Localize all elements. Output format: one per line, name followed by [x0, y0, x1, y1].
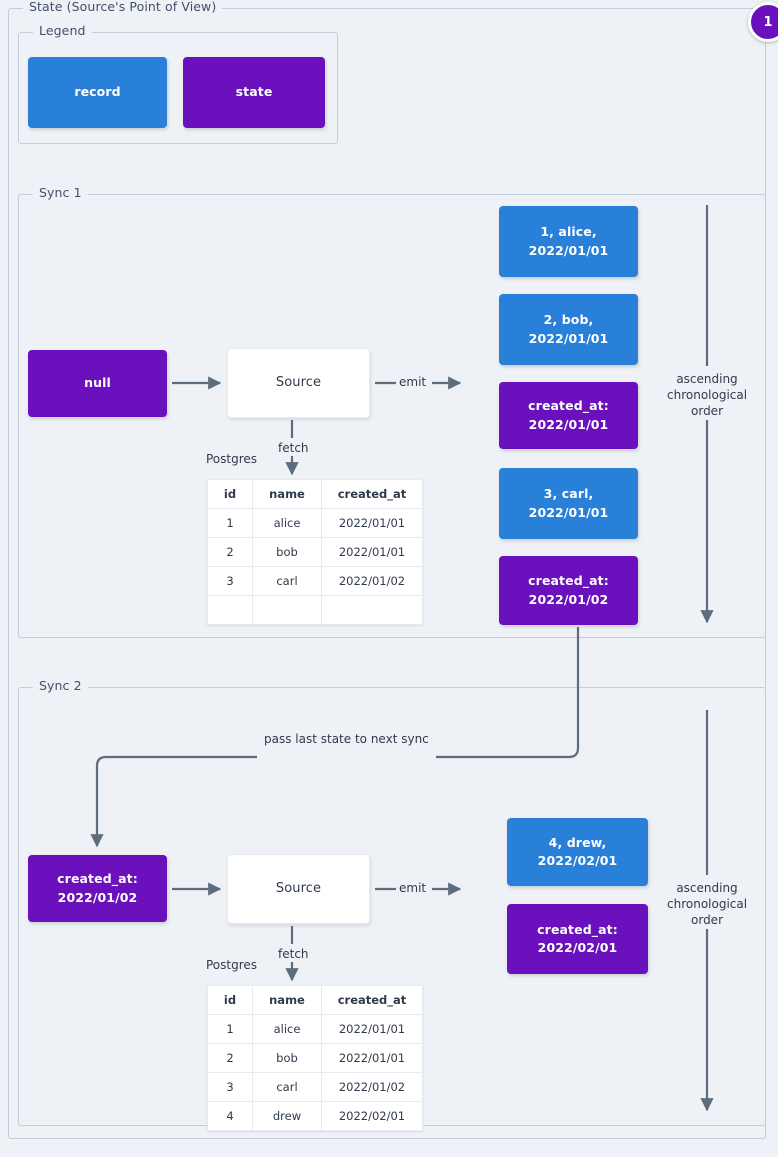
sync2-source-box: Source	[227, 854, 370, 924]
sync2-emitted-1-line1: created_at:	[537, 921, 618, 937]
sync2-col-name: name	[252, 985, 322, 1015]
sync1-source-box: Source	[227, 348, 370, 418]
cell-name: bob	[252, 1043, 322, 1073]
sync1-table: id name created_at 1 alice 2022/01/01 2 …	[207, 479, 423, 625]
cell-name: carl	[252, 1072, 322, 1102]
cell-name: bob	[252, 537, 322, 567]
legend-state-label: state	[235, 84, 273, 100]
sync2-db-label: Postgres	[206, 958, 258, 972]
cell-created-at: 2022/01/01	[321, 537, 423, 567]
sync2-fetch-label: fetch	[278, 947, 309, 961]
cell-name: alice	[252, 1014, 322, 1044]
sync2-source-label: Source	[275, 880, 322, 896]
sync1-col-id: id	[207, 479, 253, 509]
sync2-input-state: created_at: 2022/01/02	[28, 855, 167, 922]
sync2-table: id name created_at 1 alice 2022/01/01 2 …	[207, 985, 423, 1131]
sync2-emitted-1: created_at: 2022/02/01	[507, 904, 648, 974]
sync2-input-state-line2: 2022/01/02	[57, 889, 138, 905]
sync2-emitted-1-line2: 2022/02/01	[537, 940, 618, 955]
cell-created-at: 2022/01/01	[321, 508, 423, 538]
legend-state-box: state	[183, 57, 325, 128]
table-header-row: id name created_at	[207, 479, 423, 509]
sync1-emitted-4-line1: created_at:	[528, 573, 609, 589]
step-badge-label: 1	[763, 14, 773, 30]
sync2-order-note: ascending chronological order	[667, 881, 748, 928]
sync1-emitted-2: created_at: 2022/01/01	[499, 382, 638, 449]
table-row: 4 drew 2022/02/01	[207, 1101, 423, 1131]
sync2-col-id: id	[207, 985, 253, 1015]
sync1-emitted-2-line1: created_at:	[528, 398, 609, 414]
sync2-emitted-1-label: created_at: 2022/02/01	[531, 921, 624, 957]
sync1-col-name: name	[252, 479, 322, 509]
sync2-pass-state-label: pass last state to next sync	[260, 732, 433, 746]
sync1-fetch-label: fetch	[278, 441, 309, 455]
cell-name: drew	[252, 1101, 322, 1131]
legend-label: Legend	[33, 23, 92, 38]
sync1-source-label: Source	[275, 374, 322, 390]
sync2-input-state-label: created_at: 2022/01/02	[51, 870, 144, 906]
sync1-emitted-1: 2, bob, 2022/01/01	[499, 294, 638, 365]
cell-created-at: 2022/01/02	[321, 566, 423, 596]
table-row: 2 bob 2022/01/01	[207, 1043, 423, 1073]
sync1-emitted-0-label: 1, alice, 2022/01/01	[528, 224, 609, 258]
sync1-emitted-4: created_at: 2022/01/02	[499, 556, 638, 625]
table-row: 3 carl 2022/01/02	[207, 1072, 423, 1102]
cell-created-at: 2022/01/01	[321, 1014, 423, 1044]
cell-created-at: 2022/01/02	[321, 1072, 423, 1102]
sync1-emitted-1-label: 2, bob, 2022/01/01	[528, 312, 609, 346]
page-title: State (Source's Point of View)	[23, 0, 223, 14]
cell-created-at: 2022/02/01	[321, 1101, 423, 1131]
sync2-emitted-0: 4, drew, 2022/02/01	[507, 818, 648, 886]
cell-id	[207, 595, 253, 625]
cell-name: carl	[252, 566, 322, 596]
sync1-group: Sync 1	[18, 185, 766, 638]
sync1-emitted-2-line2: 2022/01/01	[528, 416, 609, 432]
sync1-db-label: Postgres	[206, 452, 258, 466]
cell-created-at: 2022/01/01	[321, 1043, 423, 1073]
sync1-emitted-3-label: 3, carl, 2022/01/01	[528, 486, 609, 520]
cell-id: 2	[207, 537, 253, 567]
cell-id: 1	[207, 508, 253, 538]
legend-group: Legend	[18, 23, 338, 144]
sync1-emitted-3: 3, carl, 2022/01/01	[499, 468, 638, 539]
sync2-input-state-line1: created_at:	[57, 871, 138, 887]
cell-name: alice	[252, 508, 322, 538]
table-row	[207, 595, 423, 625]
table-row: 2 bob 2022/01/01	[207, 537, 423, 567]
cell-id: 2	[207, 1043, 253, 1073]
sync2-label: Sync 2	[33, 678, 88, 693]
sync1-emit-label: emit	[399, 375, 427, 389]
cell-created-at	[321, 595, 423, 625]
step-badge[interactable]: 1	[748, 2, 778, 42]
cell-id: 3	[207, 566, 253, 596]
sync1-col-created-at: created_at	[321, 479, 423, 509]
cell-id: 3	[207, 1072, 253, 1102]
legend-record-box: record	[28, 57, 167, 128]
cell-name	[252, 595, 322, 625]
sync1-order-note: ascending chronological order	[667, 372, 748, 419]
sync1-emitted-4-label: created_at: 2022/01/02	[522, 572, 615, 608]
table-header-row: id name created_at	[207, 985, 423, 1015]
sync2-col-created-at: created_at	[321, 985, 423, 1015]
sync1-input-state-label: null	[84, 375, 111, 391]
sync1-emitted-4-line2: 2022/01/02	[528, 591, 609, 607]
table-row: 3 carl 2022/01/02	[207, 566, 423, 596]
sync1-emitted-0: 1, alice, 2022/01/01	[499, 206, 638, 277]
sync2-emit-label: emit	[399, 881, 427, 895]
sync1-input-state: null	[28, 350, 167, 417]
cell-id: 1	[207, 1014, 253, 1044]
table-row: 1 alice 2022/01/01	[207, 1014, 423, 1044]
legend-record-label: record	[74, 84, 121, 100]
sync2-emitted-0-label: 4, drew, 2022/02/01	[537, 834, 618, 868]
table-row: 1 alice 2022/01/01	[207, 508, 423, 538]
sync1-label: Sync 1	[33, 185, 88, 200]
sync1-emitted-2-label: created_at: 2022/01/01	[522, 397, 615, 433]
cell-id: 4	[207, 1101, 253, 1131]
